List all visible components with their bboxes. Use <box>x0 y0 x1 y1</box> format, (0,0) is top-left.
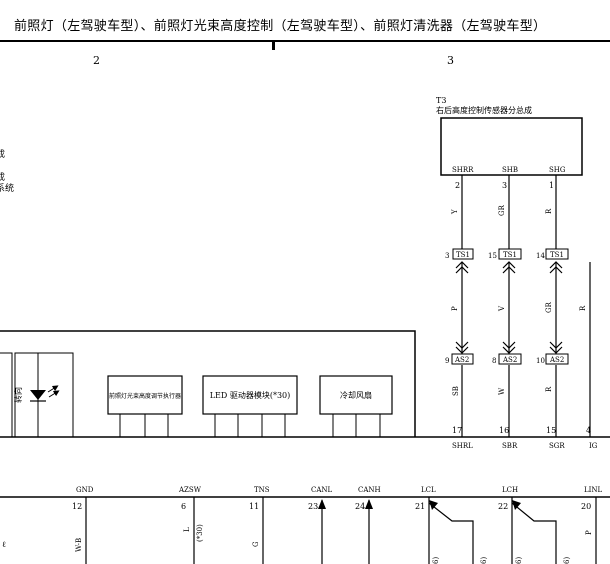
ecu-pin-number: 17 <box>452 426 462 435</box>
sensor-box <box>440 117 583 176</box>
connector-label: TS1 <box>503 251 517 259</box>
bottom-pin-number: 11 <box>249 502 259 511</box>
connector-label: AS2 <box>549 356 564 364</box>
sensor-pin-number: 1 <box>549 181 554 190</box>
left-edge-label: 成 <box>0 148 5 160</box>
led-driver-leads <box>214 414 286 437</box>
bottom-wire-color: W-B <box>75 538 83 552</box>
sensor-id: T3 <box>436 96 446 105</box>
connector-label: AS2 <box>454 356 469 364</box>
bottom-pin-number: 23 <box>308 502 318 511</box>
lch-signal-arrow <box>511 500 557 564</box>
connector-pin: 15 <box>488 252 497 260</box>
connector-label: AS2 <box>502 356 517 364</box>
connector-pin: 8 <box>492 357 496 365</box>
connector-pin: 10 <box>536 357 545 365</box>
connector-pin: 14 <box>536 252 545 260</box>
canl-arrow-icon <box>318 499 326 509</box>
beam-actuator-label: 前照灯光束高度调节执行器 <box>109 392 181 400</box>
led-driver-box <box>202 375 298 415</box>
ecu-terminal-name: IG <box>589 442 598 450</box>
bottom-wires <box>85 497 597 564</box>
led-indicator-icon <box>30 385 60 402</box>
turn-signal-box <box>14 352 74 438</box>
ecu-pin-number: 16 <box>499 426 509 435</box>
wire-color: V <box>498 305 506 312</box>
wire-color: P <box>451 306 459 311</box>
sensor-pin-name: SHB <box>502 166 518 174</box>
bottom-pin-number: 24 <box>355 502 365 511</box>
wire-color: W <box>498 387 506 395</box>
diagram-title: 前照灯（左驾驶车型）、前照灯光束高度控制（左驾驶车型）、前照灯清洗器（左驾驶车型… <box>14 19 547 34</box>
left-partial-box <box>0 352 13 437</box>
bottom-terminal-name: LCL <box>421 486 436 494</box>
connector-chevrons-bottom <box>455 341 563 354</box>
ecu-pin-number: 15 <box>546 426 556 435</box>
bottom-terminal-name: GND <box>76 486 94 494</box>
bottom-fragment: ℓ <box>2 540 6 549</box>
wire-color: R <box>545 386 553 392</box>
bottom-pin-number: 22 <box>498 502 508 511</box>
lcl-signal-arrow <box>428 500 474 564</box>
left-edge-label: 成 <box>0 171 5 183</box>
sensor-name: 右后高度控制传感器分总成 <box>436 105 532 115</box>
wire-color: GR <box>545 301 553 313</box>
beam-actuator-leads <box>119 414 169 438</box>
bottom-terminal-name: CANH <box>358 486 381 494</box>
bottom-terminal-name: TNS <box>254 486 270 494</box>
sensor-wires <box>461 175 591 437</box>
connector-chevrons-top <box>455 261 563 274</box>
bottom-fragment: 6) <box>563 557 571 564</box>
sensor-pin-name: SHG <box>549 166 566 174</box>
wire-color: R <box>545 208 553 214</box>
bottom-terminal-name: LCH <box>502 486 518 494</box>
column-number-2: 2 <box>93 54 100 67</box>
bottom-fragment: 6) <box>480 557 488 564</box>
bottom-terminal-name: LINL <box>584 486 603 494</box>
bottom-pin-number: 12 <box>72 502 82 511</box>
module-frame <box>0 330 416 437</box>
bottom-fragment: 6) <box>515 557 523 564</box>
connector-pin: 9 <box>445 357 449 365</box>
connector-label: TS1 <box>456 251 470 259</box>
ecu-terminal-name: SHRL <box>452 442 473 450</box>
sensor-pin-number: 2 <box>455 181 460 190</box>
led-driver-label: LED 驱动器模块(*30) <box>210 390 291 400</box>
sensor-pin-name: SHRR <box>452 166 474 174</box>
ecu-terminal-name: SGR <box>549 442 565 450</box>
canh-arrow-icon <box>365 499 373 509</box>
bottom-wire-color: P <box>585 530 593 535</box>
connector-as2: 9 AS2 8 AS2 10 AS2 <box>445 353 569 365</box>
connector-pin: 3 <box>445 252 449 260</box>
bottom-wire-color: G <box>252 541 260 547</box>
bottom-pin-number: 21 <box>415 502 425 511</box>
bottom-pin-number: 20 <box>581 502 591 511</box>
ecu-pin-number: 4 <box>586 426 591 435</box>
wire-color: R <box>579 305 587 311</box>
cooling-fan-leads <box>332 414 381 437</box>
bottom-terminal-name: CANL <box>311 486 333 494</box>
sensor-pin-number: 3 <box>502 181 507 190</box>
connector-label: TS1 <box>550 251 564 259</box>
ecu-terminal-name: SBR <box>502 442 518 450</box>
bottom-wire-note: (*30) <box>196 524 204 542</box>
left-edge-label: 系统 <box>0 182 14 194</box>
connector-ts1: 3 TS1 15 TS1 14 TS1 <box>445 248 569 260</box>
bottom-wire-color: L <box>183 527 191 532</box>
wire-color: SB <box>452 386 460 396</box>
turn-signal-label: 转向 <box>13 387 23 403</box>
column-divider-mark <box>272 41 275 50</box>
bottom-fragment: 6) <box>432 557 440 564</box>
cooling-fan-label: 冷却风扇 <box>340 390 372 400</box>
column-number-3: 3 <box>447 54 454 67</box>
bottom-pin-number: 6 <box>181 502 186 511</box>
bottom-terminal-name: AZSW <box>178 486 202 494</box>
wire-color: Y <box>451 209 459 215</box>
wire-color: GR <box>498 204 506 216</box>
